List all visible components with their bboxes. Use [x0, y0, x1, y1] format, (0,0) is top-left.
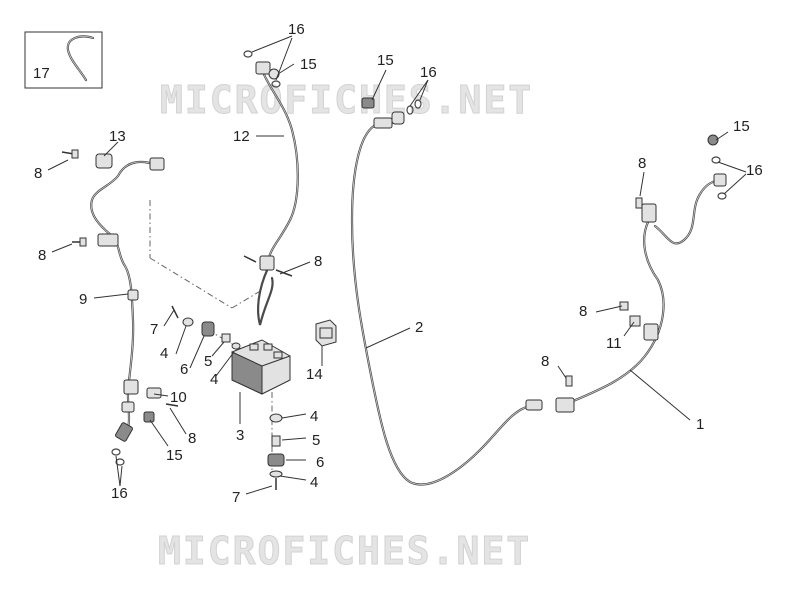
watermark-bottom: MICROFICHES.NET — [158, 529, 531, 573]
label-8-d: 8 — [579, 303, 587, 320]
label-11: 11 — [606, 335, 622, 352]
label-16-a: 16 — [288, 21, 305, 38]
upper-mount-parts — [171, 305, 241, 350]
label-4-a: 4 — [160, 345, 168, 362]
label-8-g: 8 — [638, 155, 646, 172]
label-7-a: 7 — [150, 321, 158, 338]
label-13: 13 — [109, 128, 126, 145]
bracket-14 — [315, 319, 337, 347]
label-15-c: 15 — [733, 118, 750, 135]
hose-12 — [243, 50, 299, 326]
hose-2 — [350, 97, 543, 486]
label-5-a: 5 — [204, 353, 212, 370]
label-15-b: 15 — [377, 52, 394, 69]
label-5-b: 5 — [312, 432, 320, 449]
label-12: 12 — [233, 128, 250, 145]
label-9: 9 — [79, 291, 87, 308]
label-4-b: 4 — [210, 371, 218, 388]
label-6-b: 6 — [316, 454, 324, 471]
label-8-e: 8 — [541, 353, 549, 370]
label-6-a: 6 — [180, 361, 188, 378]
label-8-c: 8 — [314, 253, 322, 270]
label-16-c: 16 — [746, 162, 763, 179]
label-15-a: 15 — [300, 56, 317, 73]
part-17-inset-box — [24, 31, 103, 89]
label-14: 14 — [306, 366, 323, 383]
watermark-top: MICROFICHES.NET — [160, 78, 533, 122]
lower-mount-parts — [267, 413, 285, 490]
label-2: 2 — [415, 319, 423, 336]
label-4-d: 4 — [310, 474, 318, 491]
label-8-b: 8 — [38, 247, 46, 264]
label-17: 17 — [33, 65, 50, 82]
label-16-d: 16 — [111, 485, 128, 502]
label-8-a: 8 — [34, 165, 42, 182]
label-10: 10 — [170, 389, 187, 406]
label-8-f: 8 — [188, 430, 196, 447]
label-3: 3 — [236, 427, 244, 444]
label-4-c: 4 — [310, 408, 318, 425]
callout-labels: 1 2 3 4 4 4 4 5 5 6 6 7 7 8 8 8 8 8 8 8 … — [34, 21, 763, 506]
label-7-b: 7 — [232, 489, 240, 506]
hose-1 — [555, 134, 727, 413]
leader-lines — [47, 35, 747, 495]
label-15-d: 15 — [166, 447, 183, 464]
label-1: 1 — [696, 416, 704, 433]
label-16-b: 16 — [420, 64, 437, 81]
abs-modulator-3 — [231, 339, 291, 395]
hose-assembly-9 — [61, 149, 179, 466]
